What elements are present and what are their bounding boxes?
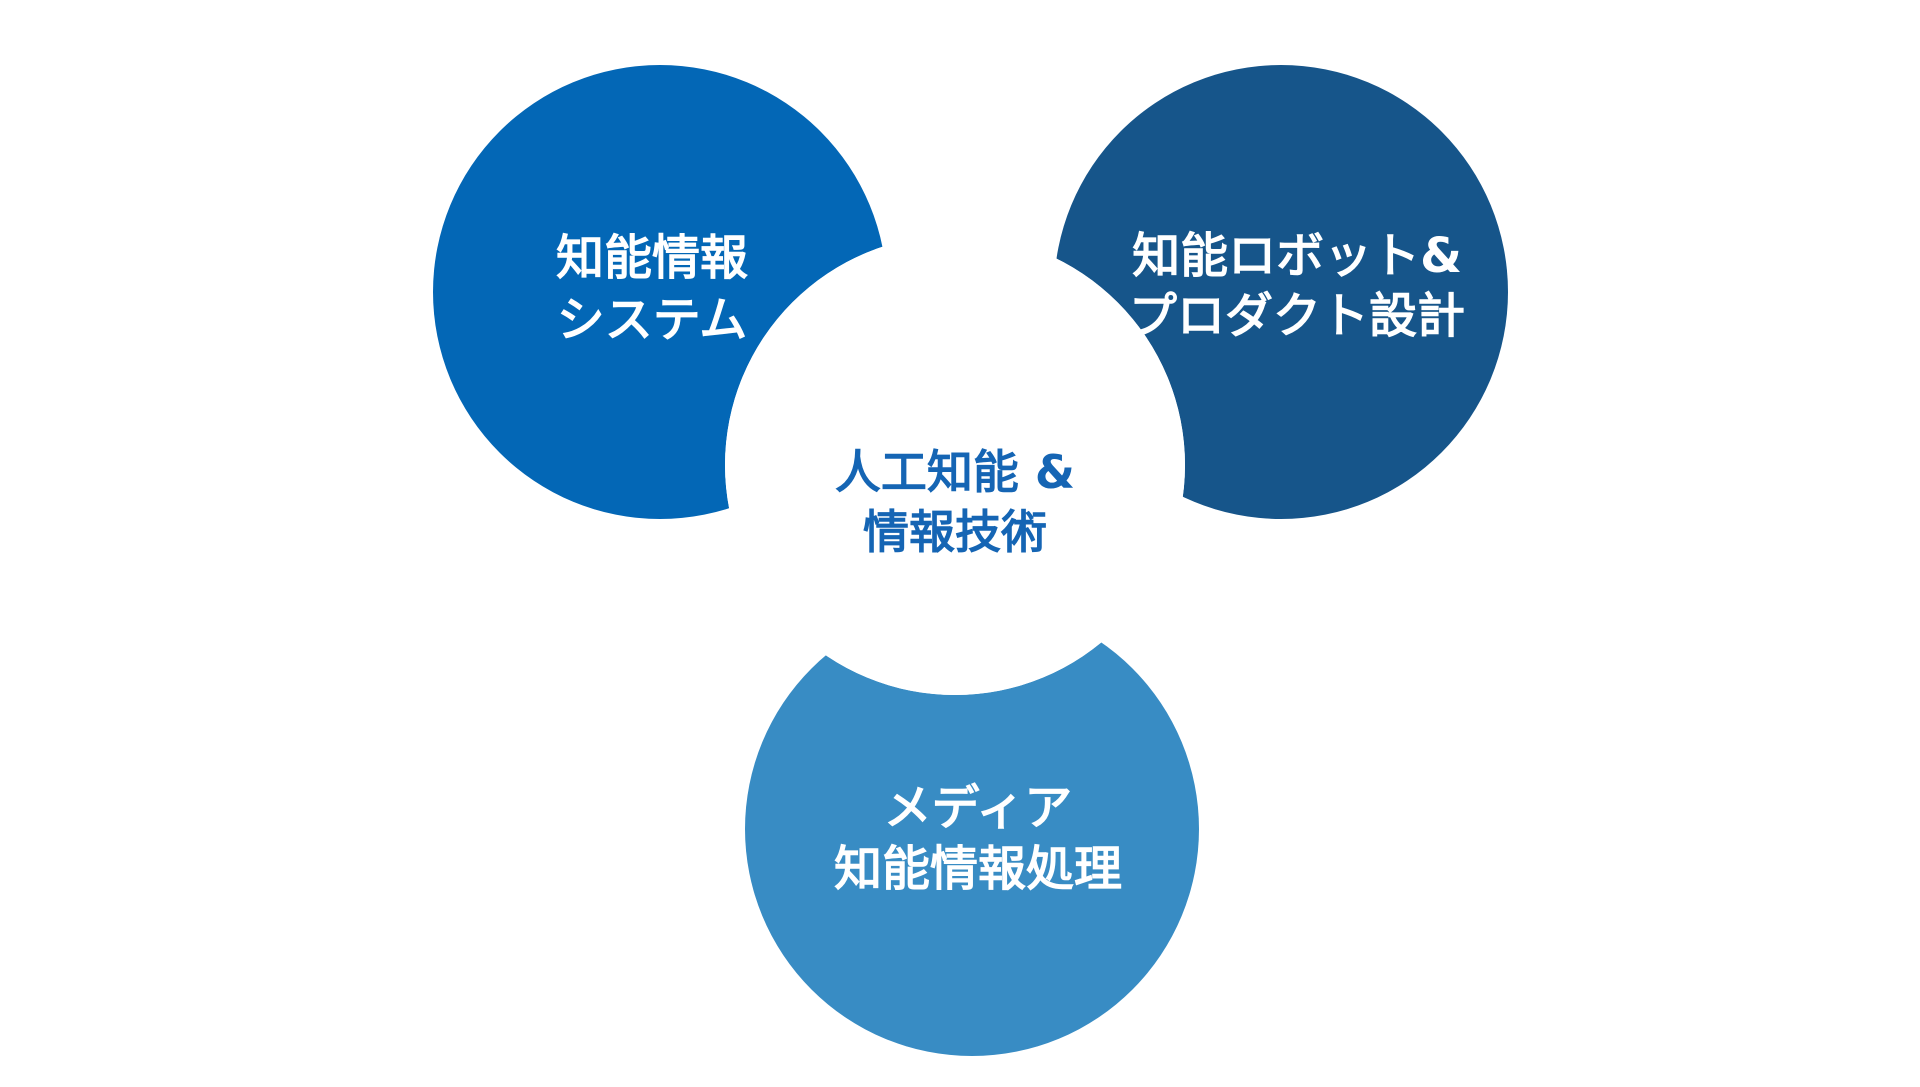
circle-media-info-processing	[745, 602, 1199, 1056]
label-robot-product-design-line2: プロダクト設計	[1129, 288, 1465, 344]
label-robot-product-design: 知能ロボット&	[1132, 228, 1462, 284]
label-media-info-processing: メディア	[884, 780, 1073, 836]
label-intelligent-info-systems-line2: システム	[557, 292, 748, 348]
label-ai-info-tech: 人工知能 &	[835, 445, 1075, 499]
label-media-info-processing-line2: 知能情報処理	[834, 841, 1122, 897]
center-circle	[725, 235, 1185, 695]
label-ai-info-tech-line2: 情報技術	[863, 505, 1047, 559]
label-intelligent-info-systems: 知能情報	[556, 230, 748, 286]
